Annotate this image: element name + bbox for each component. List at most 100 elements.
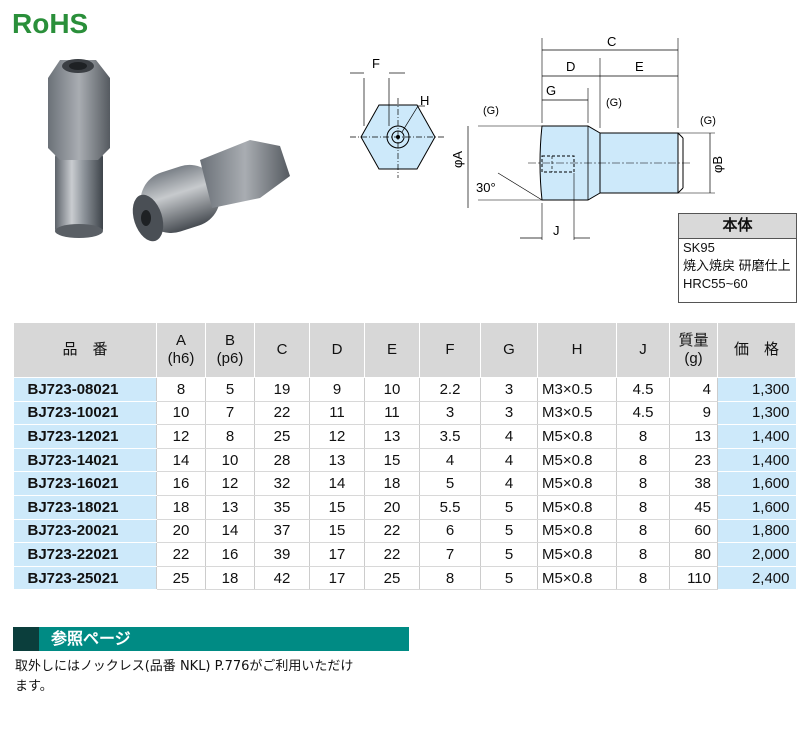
col-price: 価 格 (717, 322, 796, 378)
value-cell-e: 18 (364, 471, 420, 496)
value-cell-c: 37 (254, 519, 310, 544)
col-e: E (364, 322, 420, 378)
dimension-table: 品 番 A(h6) B(p6) C D E F G H J 質量(g) 価 格 … (13, 322, 796, 591)
value-cell-h: M3×0.5 (537, 401, 617, 426)
value-cell-b: 5 (205, 377, 255, 402)
value-cell-d: 9 (309, 377, 365, 402)
reference-section-header: 参照ページ (13, 627, 409, 651)
value-cell-j: 8 (616, 495, 670, 520)
price-cell: 1,400 (717, 424, 796, 449)
value-cell-e: 22 (364, 519, 420, 544)
value-cell-g: 4 (480, 471, 538, 496)
product-photo (48, 59, 290, 242)
reference-note-line2: ます。 (15, 679, 53, 694)
dim-d-label: D (566, 59, 575, 74)
finish-g-top: (G) (606, 97, 622, 109)
price-cell: 1,300 (717, 401, 796, 426)
value-cell-f: 6 (419, 519, 481, 544)
reference-header-accent (13, 627, 39, 651)
col-f: F (419, 322, 481, 378)
col-a-label: A (175, 332, 186, 349)
finish-g-right: (G) (700, 115, 716, 127)
value-cell-a: 16 (156, 471, 206, 496)
value-cell-d: 17 (309, 566, 365, 591)
price-cell: 1,800 (717, 519, 796, 544)
value-cell-g: 5 (480, 495, 538, 520)
value-cell-h: M5×0.8 (537, 566, 617, 591)
dim-e-label: E (635, 59, 644, 74)
part-number-cell: BJ723-25021 (13, 566, 157, 591)
col-a-tol: (h6) (167, 350, 195, 367)
value-cell-j: 8 (616, 471, 670, 496)
value-cell-b: 8 (205, 424, 255, 449)
value-cell-e: 11 (364, 401, 420, 426)
col-d: D (309, 322, 365, 378)
dim-phia-label: φA (450, 151, 465, 168)
value-cell-m: 13 (669, 424, 718, 449)
col-mass-label: 質量 (678, 332, 709, 349)
value-cell-m: 4 (669, 377, 718, 402)
value-cell-m: 23 (669, 448, 718, 473)
value-cell-e: 13 (364, 424, 420, 449)
col-part-number: 品 番 (13, 322, 157, 378)
col-j: J (616, 322, 670, 378)
value-cell-f: 8 (419, 566, 481, 591)
col-a: A(h6) (156, 322, 206, 378)
rohs-logo-text: RoHS (12, 8, 89, 39)
value-cell-h: M5×0.8 (537, 424, 617, 449)
price-cell: 1,400 (717, 448, 796, 473)
spec-hardness: HRC55~60 (683, 276, 748, 291)
col-mass-unit: (g) (684, 350, 703, 367)
rohs-logo: RoHS (12, 8, 104, 44)
dim-phib-label: φB (710, 156, 725, 173)
value-cell-m: 38 (669, 471, 718, 496)
part-number-cell: BJ723-08021 (13, 377, 157, 402)
value-cell-a: 22 (156, 542, 206, 567)
value-cell-e: 22 (364, 542, 420, 567)
reference-title: 参照ページ (51, 629, 131, 648)
col-b: B(p6) (205, 322, 255, 378)
price-cell: 1,600 (717, 495, 796, 520)
value-cell-h: M5×0.8 (537, 495, 617, 520)
value-cell-e: 15 (364, 448, 420, 473)
value-cell-g: 4 (480, 448, 538, 473)
dim-j-label: J (553, 223, 560, 238)
value-cell-f: 3.5 (419, 424, 481, 449)
value-cell-m: 45 (669, 495, 718, 520)
table-header-row: 品 番 A(h6) B(p6) C D E F G H J 質量(g) 価 格 (13, 322, 796, 378)
spec-treatment: 焼入焼戻 研磨仕上 (683, 258, 791, 273)
spec-title: 本体 (679, 214, 796, 239)
price-cell: 2,000 (717, 542, 796, 567)
value-cell-a: 25 (156, 566, 206, 591)
value-cell-c: 35 (254, 495, 310, 520)
value-cell-d: 15 (309, 495, 365, 520)
value-cell-a: 18 (156, 495, 206, 520)
value-cell-h: M5×0.8 (537, 519, 617, 544)
value-cell-g: 5 (480, 566, 538, 591)
spec-material: SK95 (683, 240, 715, 255)
lying-pin (132, 140, 290, 242)
value-cell-a: 14 (156, 448, 206, 473)
value-cell-m: 110 (669, 566, 718, 591)
value-cell-g: 5 (480, 542, 538, 567)
reference-note: 取外しにはノックレス(品番 NKL) P.776がご利用いただけ ます。 (15, 657, 415, 697)
value-cell-c: 19 (254, 377, 310, 402)
value-cell-f: 5.5 (419, 495, 481, 520)
standing-pin (48, 59, 110, 238)
value-cell-h: M3×0.5 (537, 377, 617, 402)
part-number-cell: BJ723-16021 (13, 471, 157, 496)
value-cell-g: 5 (480, 519, 538, 544)
value-cell-h: M5×0.8 (537, 471, 617, 496)
value-cell-j: 4.5 (616, 377, 670, 402)
value-cell-e: 20 (364, 495, 420, 520)
value-cell-c: 42 (254, 566, 310, 591)
price-cell: 1,300 (717, 377, 796, 402)
value-cell-c: 25 (254, 424, 310, 449)
col-g: G (480, 322, 538, 378)
part-number-cell: BJ723-20021 (13, 519, 157, 544)
